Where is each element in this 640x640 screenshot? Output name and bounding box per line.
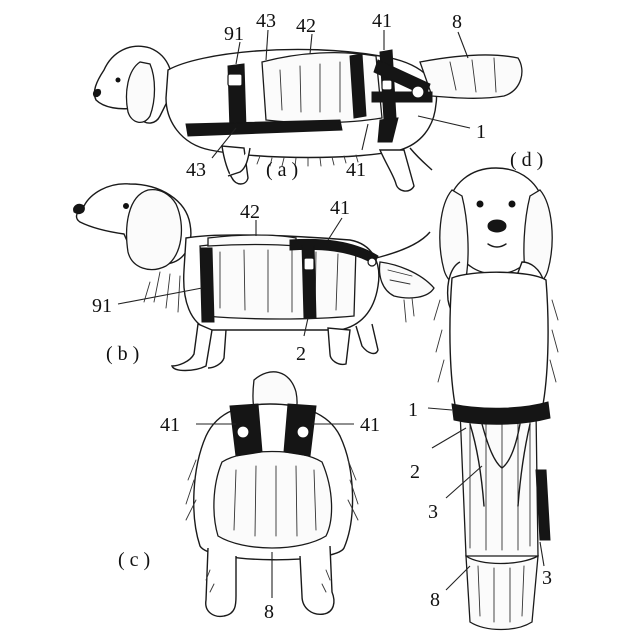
ref-91-b: 91 <box>92 295 112 317</box>
ref-41-a-bottom: 41 <box>346 159 366 181</box>
view-c: 41 41 8 ( c ) <box>118 372 380 623</box>
view-d: 1 2 3 3 8 ( d ) <box>408 149 558 630</box>
ref-8-a: 8 <box>452 11 462 33</box>
ref-3-d-right: 3 <box>542 567 552 589</box>
ref-42-b: 42 <box>240 201 260 223</box>
ref-43-a-bottom: 43 <box>186 159 206 181</box>
view-label-c: ( c ) <box>118 549 150 571</box>
ref-43-a-top: 43 <box>256 10 276 32</box>
ref-41-b: 41 <box>330 197 350 219</box>
view-b: 42 41 91 2 ( b ) <box>74 184 434 371</box>
view-label-d: ( d ) <box>510 149 543 171</box>
ref-8-c: 8 <box>264 601 274 623</box>
ref-2-d: 2 <box>410 461 420 483</box>
ref-8-d: 8 <box>430 589 440 611</box>
ref-42-a: 42 <box>296 15 316 37</box>
ref-41-c-left: 41 <box>160 414 180 436</box>
view-a: 91 43 42 41 8 1 43 41 ( a ) <box>93 10 521 191</box>
ref-41-c-right: 41 <box>360 414 380 436</box>
view-label-b: ( b ) <box>106 343 139 365</box>
ref-91-a: 91 <box>224 23 244 45</box>
view-label-a: ( a ) <box>266 159 298 181</box>
ref-3-d-left: 3 <box>428 501 438 523</box>
ref-2-b: 2 <box>296 343 306 365</box>
ref-1-d: 1 <box>408 399 418 421</box>
ref-1-a: 1 <box>476 121 486 143</box>
ref-41-a-top: 41 <box>372 10 392 32</box>
